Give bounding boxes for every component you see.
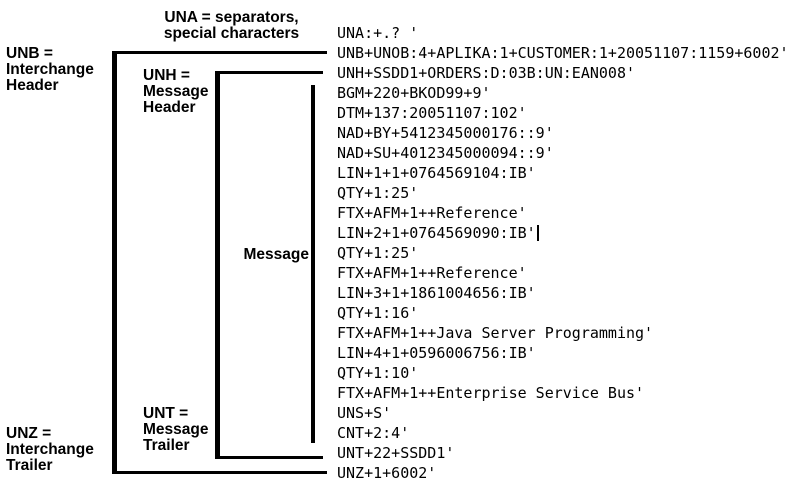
edi-line: DTM+137:20051107:102' xyxy=(337,104,527,122)
edi-line: QTY+1:10' xyxy=(337,364,419,382)
edi-line: LIN+4+1+0596006756:IB' xyxy=(337,344,536,362)
unb-label-line: Interchange xyxy=(6,61,94,78)
interchange-bracket xyxy=(112,51,327,474)
edi-line: QTY+1:25' xyxy=(337,244,419,262)
edi-line: UNT+22+SSDD1' xyxy=(337,444,455,462)
una-label: UNA = separators, special characters xyxy=(150,10,313,42)
edi-line: LIN+3+1+1861004656:IB' xyxy=(337,284,536,302)
edi-line: UNS+S' xyxy=(337,404,392,422)
edi-line: UNH+SSDD1+ORDERS:D:03B:UN:EAN008' xyxy=(337,64,636,82)
message-body-line xyxy=(311,85,315,443)
edi-line: FTX+AFM+1++Java Server Programming' xyxy=(337,324,654,342)
una-label-line: special characters xyxy=(163,25,300,42)
edi-line: FTX+AFM+1++Reference' xyxy=(337,204,527,222)
text-cursor xyxy=(536,225,539,241)
unb-label-line: UNB = xyxy=(6,45,53,62)
edi-line: NAD+SU+4012345000094::9' xyxy=(337,144,554,162)
unt-label-line: UNT = xyxy=(143,405,189,422)
unt-label-line: Trailer xyxy=(143,437,190,454)
edi-line: UNA:+.? ' xyxy=(337,24,419,42)
edi-line: UNB+UNOB:4+APLIKA:1+CUSTOMER:1+20051107:… xyxy=(337,44,789,62)
unt-label: UNT = Message Trailer xyxy=(143,406,208,454)
edi-line: FTX+AFM+1++Enterprise Service Bus' xyxy=(337,384,645,402)
edi-text-area[interactable]: UNA:+.? ' UNB+UNOB:4+APLIKA:1+CUSTOMER:1+… xyxy=(337,23,789,483)
unh-label-line: Message xyxy=(143,83,209,100)
edi-line: FTX+AFM+1++Reference' xyxy=(337,264,527,282)
message-label-line: Message xyxy=(243,246,309,263)
edi-line: LIN+2+1+0764569090:IB' xyxy=(337,223,789,243)
edi-line: UNZ+1+6002' xyxy=(337,464,437,482)
edi-line: NAD+BY+5412345000176::9' xyxy=(337,124,554,142)
unz-label-line: UNZ = xyxy=(6,425,52,442)
edi-line: QTY+1:16' xyxy=(337,304,419,322)
unb-label-line: Header xyxy=(6,77,59,94)
unz-label-line: Trailer xyxy=(6,457,53,474)
edi-line: CNT+2:4' xyxy=(337,424,410,442)
unh-label-line: UNH = xyxy=(143,67,190,84)
unh-label: UNH = Message Header xyxy=(143,68,208,116)
unz-label-line: Interchange xyxy=(6,441,94,458)
una-label-line: UNA = separators, xyxy=(164,9,299,26)
edi-line: LIN+1+1+0764569104:IB' xyxy=(337,164,536,182)
message-envelope-bracket xyxy=(215,71,323,459)
unt-label-line: Message xyxy=(143,421,209,438)
unz-label: UNZ = Interchange Trailer xyxy=(6,426,94,474)
unh-label-line: Header xyxy=(143,99,196,116)
edi-line: BGM+220+BKOD99+9' xyxy=(337,84,491,102)
unb-label: UNB = Interchange Header xyxy=(6,46,94,94)
edi-line: QTY+1:25' xyxy=(337,184,419,202)
message-label: Message xyxy=(199,247,309,263)
